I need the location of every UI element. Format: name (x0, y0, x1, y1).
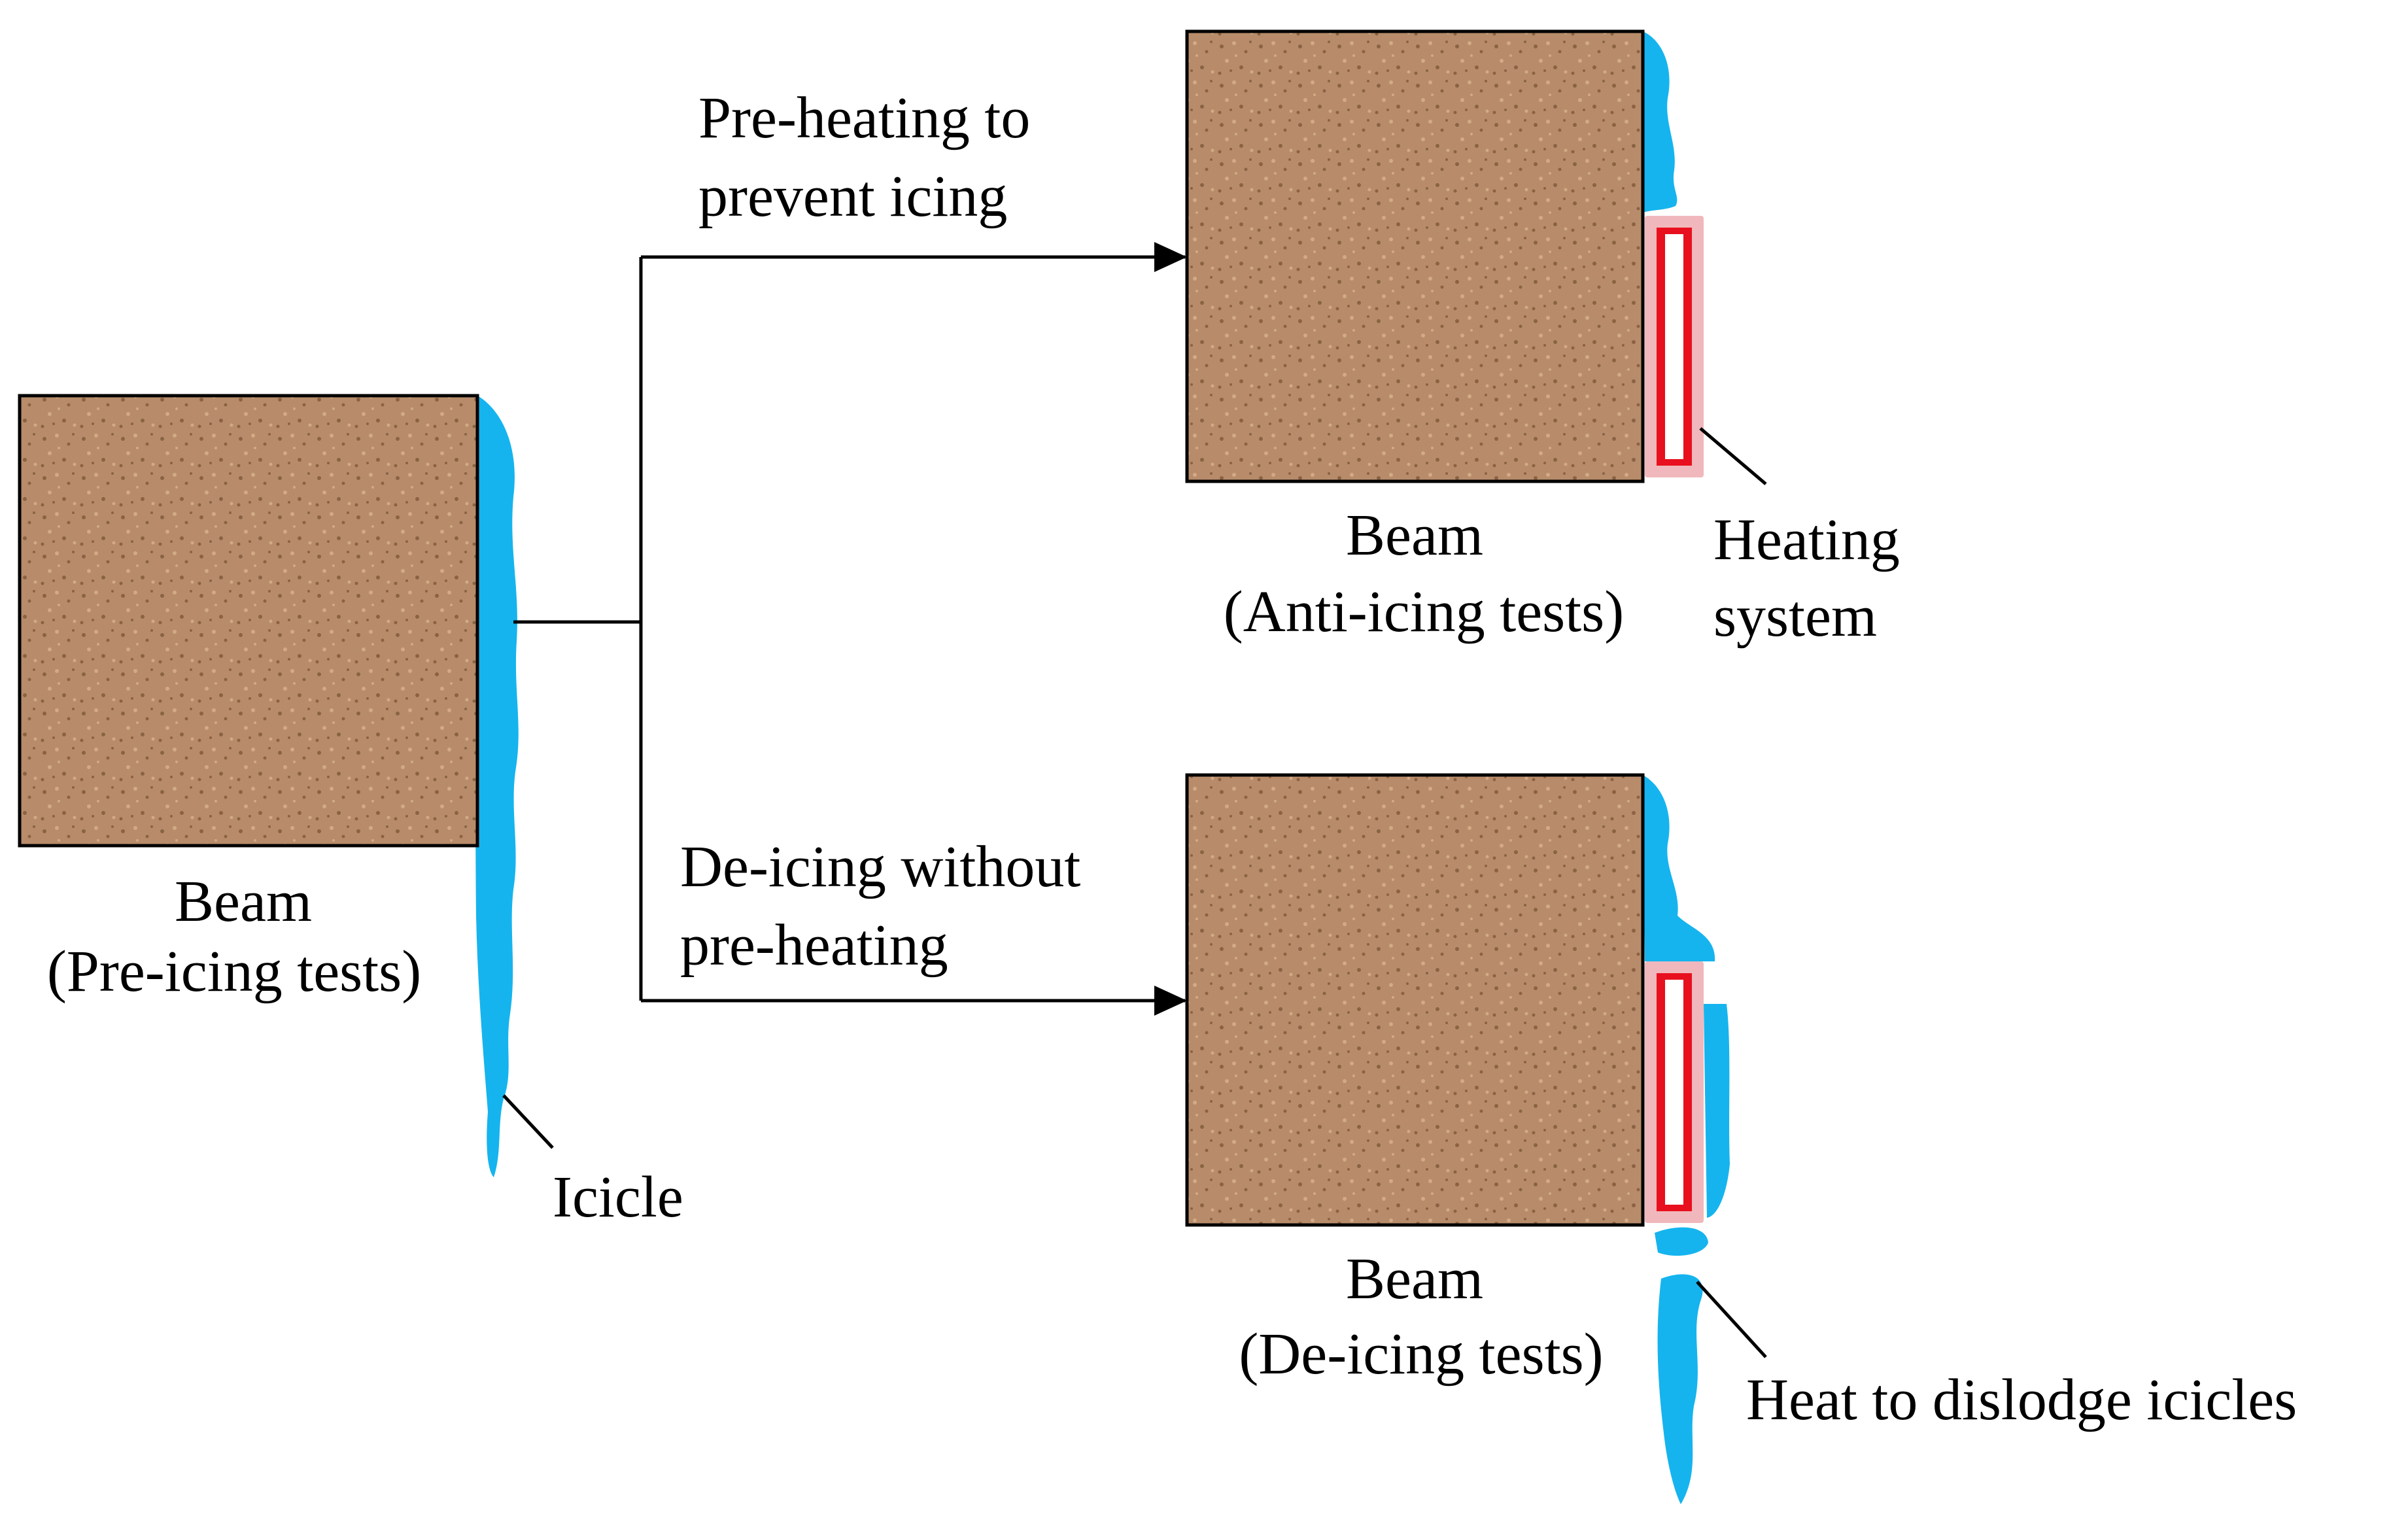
beam-label-pre-icing: Beam (175, 869, 312, 934)
callout-icicle: Icicle (553, 1165, 683, 1230)
beam-sublabel-pre-icing: (Pre-icing tests) (47, 939, 421, 1004)
arrowhead-top (1154, 242, 1187, 272)
callout-leaders (502, 427, 1767, 1358)
arrow-label-top-line2: prevent icing (698, 164, 1007, 229)
leader-heat-dislodge (1696, 1281, 1767, 1358)
arrow-label-top-line1: Pre-heating to (698, 86, 1030, 150)
leader-heating-system (1699, 427, 1767, 485)
icicle-de-icing-side (1704, 1004, 1730, 1218)
beam-block-pre-icing (18, 394, 479, 848)
heating-system-anti-icing (1645, 216, 1704, 477)
beam-pre-icing: Beam (Pre-icing tests) (18, 394, 519, 1177)
callout-heating-system-line1: Heating (1713, 508, 1900, 572)
flow-connectors (513, 254, 1186, 1004)
arrow-label-bottom-line1: De-icing without (680, 835, 1080, 899)
callout-heating-system-line2: system (1713, 584, 1877, 649)
beam-de-icing: Beam (De-icing tests) (1185, 773, 1730, 1504)
icicle-de-icing-falling (1657, 1274, 1703, 1504)
beam-block-de-icing (1185, 773, 1645, 1227)
icicle-anti-icing (1643, 31, 1677, 213)
beam-label-anti-icing: Beam (1346, 503, 1483, 568)
leader-icicle (502, 1094, 554, 1149)
beam-label-de-icing: Beam (1346, 1247, 1483, 1311)
beam-block-anti-icing (1185, 29, 1645, 483)
beam-sublabel-anti-icing: (Anti-icing tests) (1224, 579, 1624, 644)
arrowhead-bottom (1154, 986, 1187, 1016)
icicle-de-icing-dislodged-piece (1655, 1227, 1708, 1256)
callout-heat-dislodge: Heat to dislodge icicles (1746, 1368, 2297, 1432)
heating-system-de-icing (1645, 961, 1704, 1223)
arrow-label-bottom-line2: pre-heating (680, 913, 948, 978)
icicle-de-icing-upper (1643, 775, 1715, 961)
beam-sublabel-de-icing: (De-icing tests) (1239, 1322, 1603, 1387)
icicle-pre-icing (475, 396, 519, 1177)
beam-anti-icing: Beam (Anti-icing tests) (1185, 29, 1704, 644)
